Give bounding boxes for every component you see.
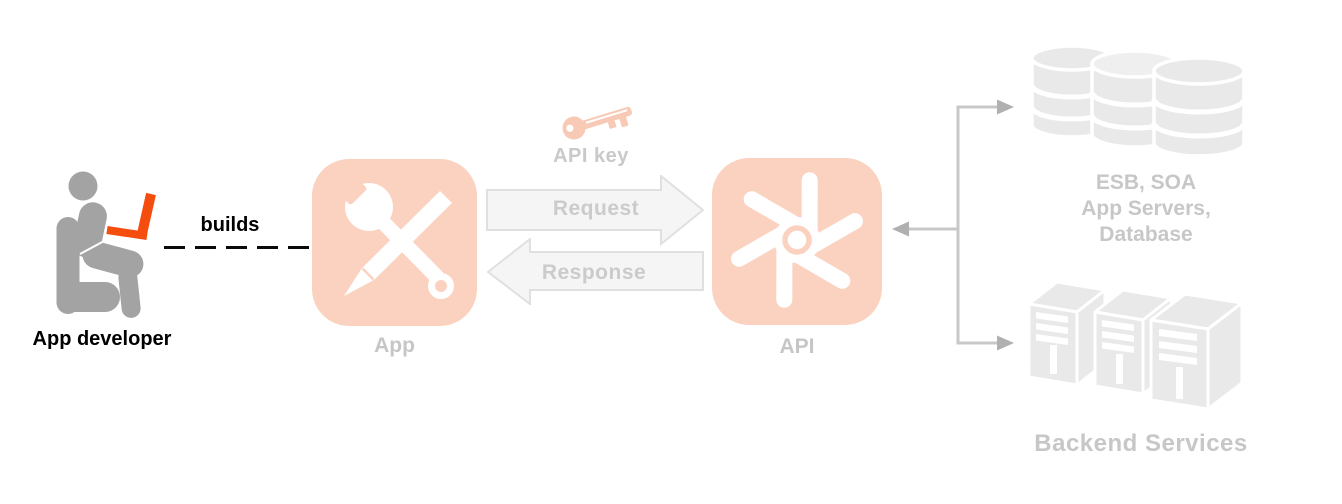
backend-services-label: Backend Services [1034,430,1248,457]
server-stack-icon [1027,280,1244,411]
api-key-icon [562,106,632,140]
pinwheel-gear-icon [731,172,863,308]
app-node [312,159,477,326]
response-arrow-label: Response [541,261,647,284]
key-hole [566,124,574,132]
wrench-jaw-notch [337,175,367,205]
connector-lines [909,105,997,345]
request-arrow-shape [486,175,705,246]
server-tower [1149,292,1244,411]
esb-label-line2: App Servers, [1081,197,1211,220]
chair-seat [60,282,120,312]
esb-label-line3: Database [1099,223,1193,246]
backend-connector-arrows [892,99,1014,351]
response-arrow-shape [487,238,704,305]
builds-edge-label: builds [200,214,260,236]
app-node-label: App [374,334,415,357]
key-head [562,116,586,140]
key-tooth [619,116,629,128]
database-cylinder [1151,56,1247,158]
arrowhead-to-databases [997,99,1014,115]
esb-label-line1: ESB, SOA [1095,171,1197,194]
response-arrow [487,238,704,305]
pinwheel-hub-ring [782,225,812,255]
request-arrow-label: Request [552,197,640,220]
wrench-and-pencil-icon [337,175,454,299]
hip-separator [79,239,107,255]
arrowhead-to-api [892,221,909,237]
lower-leg [118,268,141,318]
api-node [712,158,882,325]
request-arrow [486,175,705,246]
arrowhead-to-servers [997,335,1014,351]
builds-dashed-line [164,246,310,249]
api-key-label: API key [553,145,629,167]
key-groove [585,109,628,124]
api-node-label: API [779,335,815,358]
pencil-tip [344,268,374,296]
pencil-shaft [362,190,452,281]
database-stack-icon [1029,44,1247,158]
app-developer-label: App developer [32,328,172,350]
laptop-icon [106,192,156,240]
head [68,171,98,201]
key-tooth [607,119,617,129]
seated-developer-laptop-icon [56,171,156,318]
wrench-ring-end [428,273,454,299]
pencil-tip-separator [361,267,375,281]
esb-soa-label: ESB, SOA App Servers, Database [1046,170,1246,248]
